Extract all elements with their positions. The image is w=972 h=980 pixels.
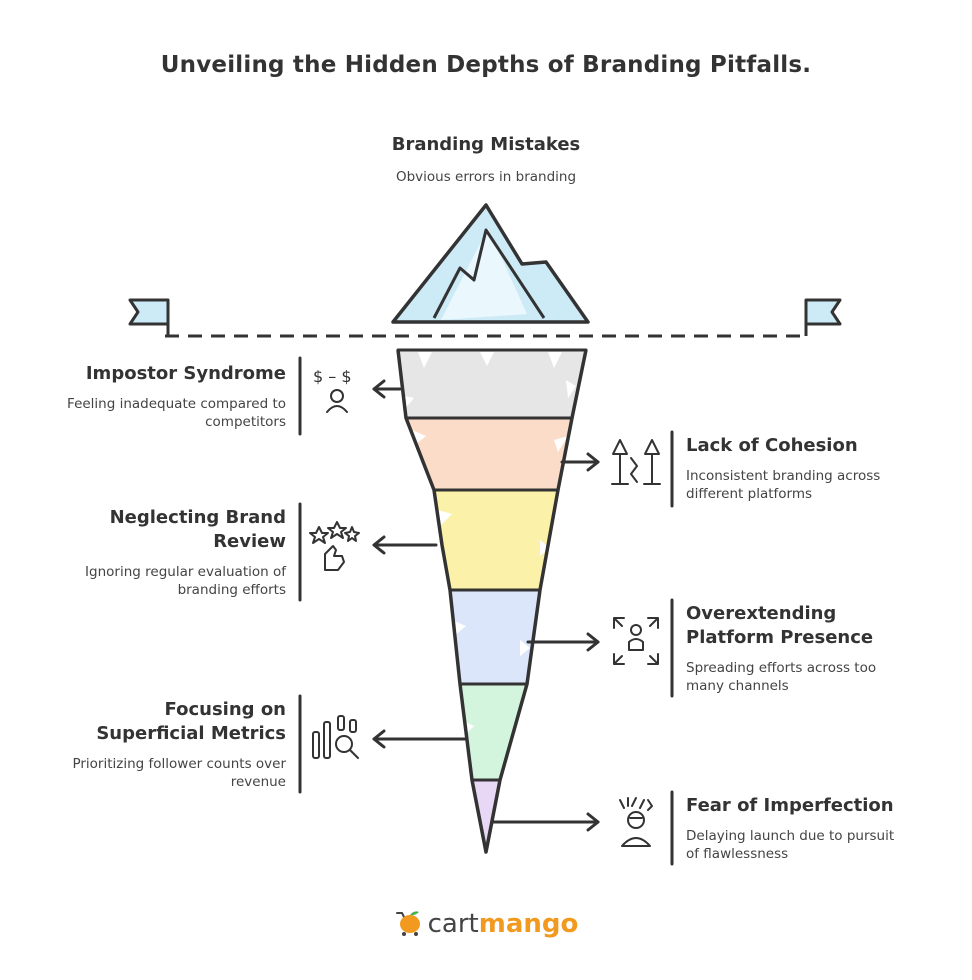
- arrow-cohesion: [560, 452, 600, 472]
- page-title: Unveiling the Hidden Depths of Branding …: [160, 52, 812, 78]
- item-description: Prioritizing follower counts over revenu…: [72, 756, 286, 790]
- item-overextending-platform-presence: Overextending Platform Presence Spreadin…: [686, 602, 956, 695]
- layer-overextending: [450, 590, 540, 684]
- chart-magnifier-icon: [312, 715, 359, 759]
- layer-impostor-syndrome: [398, 350, 586, 418]
- item-description: Inconsistent branding across different p…: [686, 468, 881, 502]
- item-neglecting-brand-review: Neglecting Brand Review Ignoring regular…: [0, 506, 286, 599]
- item-impostor-syndrome: Impostor Syndrome Feeling inadequate com…: [0, 362, 286, 431]
- layer-neglecting-review: [434, 490, 558, 590]
- item-fear-of-imperfection: Fear of Imperfection Delaying launch due…: [686, 794, 956, 863]
- item-heading: Impostor Syndrome: [85, 363, 286, 384]
- item-description: Ignoring regular evaluation of branding …: [85, 564, 286, 598]
- layer-fear-of-imperfection: [472, 780, 500, 852]
- layer-superficial-metrics: [460, 684, 527, 780]
- item-description: Spreading efforts across too many channe…: [686, 660, 877, 694]
- person-expand-icon: [613, 617, 659, 665]
- cartmango-logo: cartmango: [0, 908, 972, 943]
- logo-text-mango: mango: [478, 909, 579, 939]
- iceberg-tip: [391, 203, 590, 324]
- tip-heading: Branding Mistakes: [391, 134, 581, 155]
- layer-lack-of-cohesion: [406, 418, 572, 490]
- submerged-iceberg: [396, 348, 588, 854]
- tip-label: Branding Mistakes Obvious errors in bran…: [286, 134, 686, 185]
- item-lack-of-cohesion: Lack of Cohesion Inconsistent branding a…: [686, 434, 956, 503]
- left-flag: [128, 298, 170, 336]
- tip-description: Obvious errors in branding: [395, 169, 577, 185]
- item-heading: Fear of Imperfection: [686, 795, 894, 816]
- right-flag: [804, 298, 842, 336]
- item-description: Feeling inadequate compared to competito…: [67, 396, 286, 430]
- svg-text:$ – $: $ – $: [313, 367, 352, 386]
- arrow-overextending: [526, 632, 600, 652]
- anxious-person-icon: [619, 797, 653, 847]
- broken-trees-icon: [611, 439, 661, 485]
- arrow-metrics: [372, 729, 468, 749]
- logo-text-cart: cart: [427, 909, 479, 939]
- arrow-fear: [490, 812, 600, 832]
- item-description: Delaying launch due to pursuit of flawle…: [686, 828, 895, 862]
- mango-cart-icon: [394, 908, 424, 943]
- item-heading: Neglecting Brand Review: [109, 507, 286, 552]
- item-heading: Focusing on Superficial Metrics: [96, 699, 286, 744]
- arrow-review: [372, 535, 438, 555]
- arrow-impostor: [372, 379, 402, 399]
- item-heading: Overextending Platform Presence: [686, 603, 874, 648]
- money-person-icon: $ – $: [313, 367, 352, 413]
- stars-thumb-icon: [309, 521, 360, 571]
- item-superficial-metrics: Focusing on Superficial Metrics Prioriti…: [0, 698, 286, 791]
- item-heading: Lack of Cohesion: [686, 435, 858, 456]
